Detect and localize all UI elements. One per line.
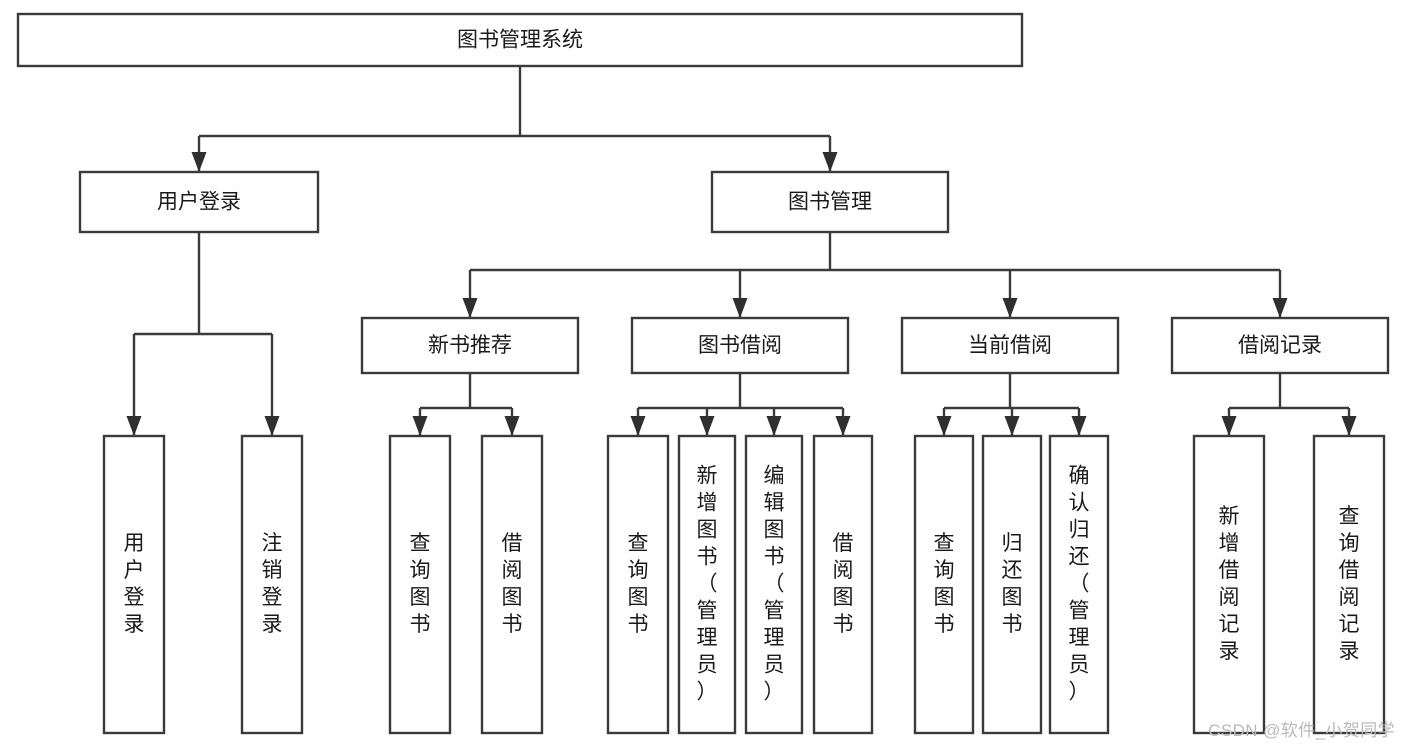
node-leaf-edit-book-box[interactable] [744, 434, 804, 735]
node-leaf-query-record[interactable]: 查询借阅记录 [1312, 434, 1386, 735]
arrow-head-icon [936, 416, 952, 436]
node-leaf-query-book-2[interactable]: 查询图书 [606, 434, 670, 735]
node-book-manage-label: 图书管理 [788, 191, 872, 214]
node-book-manage[interactable]: 图书管理 [710, 170, 950, 234]
node-leaf-user-login-box[interactable] [102, 434, 166, 735]
node-leaf-add-book-box[interactable] [677, 434, 737, 735]
arrow-head-icon [412, 416, 428, 436]
node-leaf-query-book-2-label: 查询图书 [628, 532, 649, 636]
arrow-head-icon [630, 416, 646, 436]
arrow-head-icon [1221, 416, 1237, 436]
node-leaf-return-book-box[interactable] [981, 434, 1043, 735]
node-leaf-confirm-return-label: 确认归还（管理员） [1069, 464, 1090, 703]
watermark-text: CSDN @软件_小贺同学 [1208, 721, 1395, 740]
arrow-head-icon [835, 416, 851, 436]
arrow-head-icon [462, 298, 478, 318]
arrow-head-icon [822, 152, 838, 172]
node-leaf-query-record-box[interactable] [1312, 434, 1386, 735]
node-leaf-add-record-box[interactable] [1192, 434, 1266, 735]
node-leaf-query-book-1-label: 查询图书 [410, 532, 431, 636]
node-leaf-return-book-label: 归还图书 [1002, 532, 1023, 636]
node-borrow-record-box[interactable] [1170, 316, 1390, 375]
node-new-book-recommend-label: 新书推荐 [428, 334, 512, 357]
node-root-label: 图书管理系统 [457, 29, 583, 52]
node-borrow-record-label: 借阅记录 [1238, 334, 1322, 357]
nodes-layer: 图书管理系统用户登录图书管理新书推荐图书借阅当前借阅借阅记录用户登录注销登录查询… [16, 12, 1390, 735]
arrow-head-icon [504, 416, 520, 436]
node-leaf-confirm-return[interactable]: 确认归还（管理员） [1048, 434, 1110, 735]
arrow-head-icon [1341, 416, 1357, 436]
arrow-head-icon [766, 416, 782, 436]
node-leaf-borrow-book-2[interactable]: 借阅图书 [812, 434, 874, 735]
node-leaf-add-book-label: 新增图书（管理员） [697, 464, 718, 703]
node-book-borrow[interactable]: 图书借阅 [630, 316, 850, 375]
node-leaf-query-book-3-label: 查询图书 [934, 532, 955, 636]
node-new-book-recommend-box[interactable] [360, 316, 580, 375]
arrow-head-icon [699, 416, 715, 436]
node-leaf-add-record-label: 新增借阅记录 [1219, 505, 1240, 663]
arrow-head-icon [126, 416, 142, 436]
node-leaf-logout[interactable]: 注销登录 [240, 434, 304, 735]
node-current-borrow-label: 当前借阅 [968, 334, 1052, 357]
arrow-head-icon [1002, 298, 1018, 318]
node-leaf-query-book-3[interactable]: 查询图书 [913, 434, 975, 735]
node-leaf-query-book-2-box[interactable] [606, 434, 670, 735]
arrow-head-icon [191, 152, 207, 172]
arrow-head-icon [1004, 416, 1020, 436]
node-current-borrow-box[interactable] [900, 316, 1120, 375]
node-leaf-logout-box[interactable] [240, 434, 304, 735]
node-leaf-return-book[interactable]: 归还图书 [981, 434, 1043, 735]
node-new-book-recommend[interactable]: 新书推荐 [360, 316, 580, 375]
node-leaf-logout-label: 注销登录 [262, 532, 283, 636]
node-leaf-confirm-return-box[interactable] [1048, 434, 1110, 735]
node-leaf-user-login-label: 用户登录 [124, 532, 145, 636]
node-leaf-user-login[interactable]: 用户登录 [102, 434, 166, 735]
node-book-borrow-label: 图书借阅 [698, 334, 782, 357]
arrow-head-icon [1272, 298, 1288, 318]
node-leaf-add-book[interactable]: 新增图书（管理员） [677, 434, 737, 735]
node-leaf-borrow-book-2-label: 借阅图书 [833, 532, 854, 636]
node-root[interactable]: 图书管理系统 [16, 12, 1024, 68]
node-user-login-label: 用户登录 [157, 191, 241, 214]
node-leaf-query-book-1[interactable]: 查询图书 [388, 434, 452, 735]
node-leaf-borrow-book-1-box[interactable] [480, 434, 544, 735]
node-borrow-record[interactable]: 借阅记录 [1170, 316, 1390, 375]
arrow-head-icon [264, 416, 280, 436]
arrow-head-icon [1071, 416, 1087, 436]
node-leaf-edit-book-label: 编辑图书（管理员） [764, 464, 785, 703]
node-leaf-query-record-label: 查询借阅记录 [1339, 505, 1360, 663]
node-leaf-edit-book[interactable]: 编辑图书（管理员） [744, 434, 804, 735]
node-leaf-query-book-1-box[interactable] [388, 434, 452, 735]
node-current-borrow[interactable]: 当前借阅 [900, 316, 1120, 375]
node-root-box[interactable] [16, 12, 1024, 68]
node-book-borrow-box[interactable] [630, 316, 850, 375]
node-leaf-borrow-book-1-label: 借阅图书 [502, 532, 523, 636]
node-leaf-add-record[interactable]: 新增借阅记录 [1192, 434, 1266, 735]
node-user-login[interactable]: 用户登录 [78, 170, 320, 234]
node-user-login-box[interactable] [78, 170, 320, 234]
connectors-layer [126, 66, 1357, 436]
node-leaf-borrow-book-2-box[interactable] [812, 434, 874, 735]
arrow-head-icon [732, 298, 748, 318]
node-leaf-borrow-book-1[interactable]: 借阅图书 [480, 434, 544, 735]
node-leaf-query-book-3-box[interactable] [913, 434, 975, 735]
node-book-manage-box[interactable] [710, 170, 950, 234]
